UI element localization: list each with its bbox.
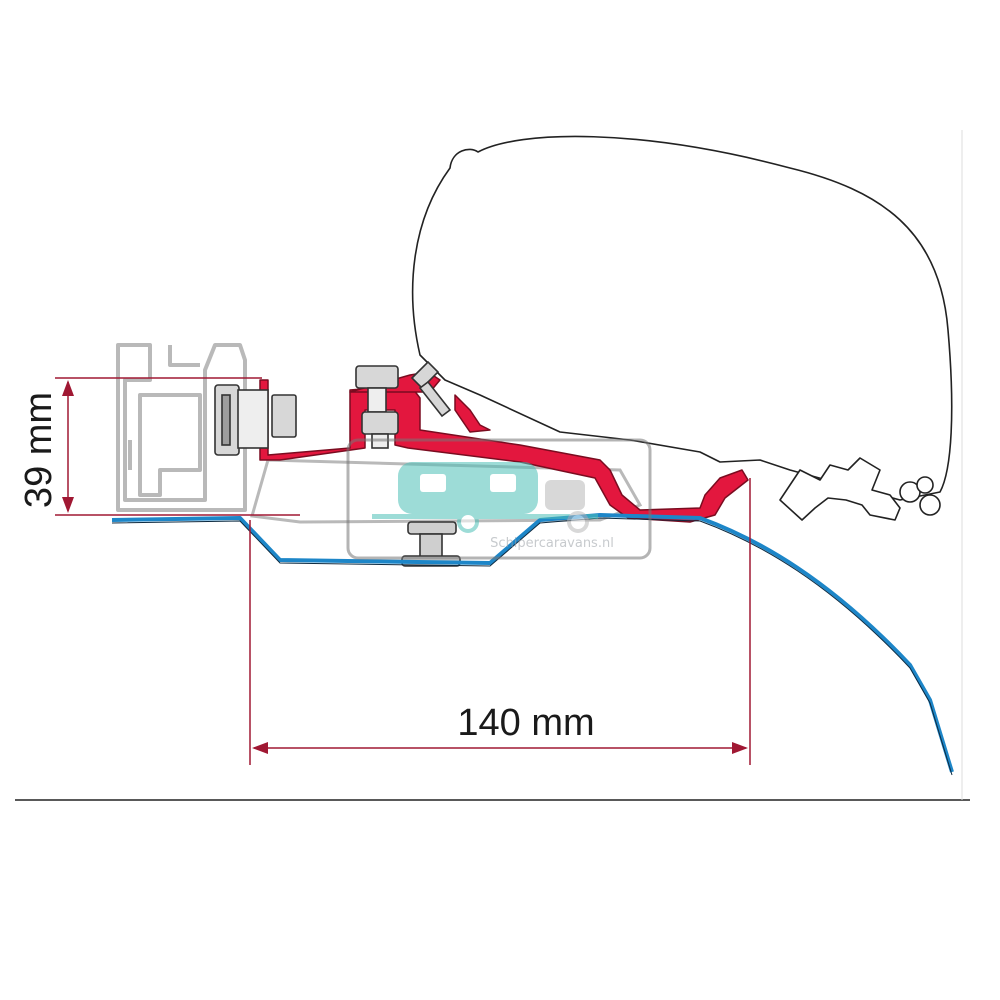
top-bolt	[355, 365, 399, 449]
awning-profile-end	[779, 457, 941, 521]
height-dimension	[55, 377, 300, 516]
awning-housing	[411, 135, 953, 501]
angled-bolt	[410, 360, 452, 418]
mounting-rail-profile	[116, 343, 247, 512]
clamp-bolt	[214, 384, 297, 456]
width-dimension-label: 140 mm	[457, 702, 594, 744]
height-dimension-label: 39 mm	[18, 392, 60, 508]
caravan-icon	[372, 462, 598, 533]
width-dimension	[249, 478, 751, 765]
watermark-text: Schipercaravans.nl	[490, 536, 614, 551]
watermark: Schipercaravans.nl	[346, 438, 652, 560]
